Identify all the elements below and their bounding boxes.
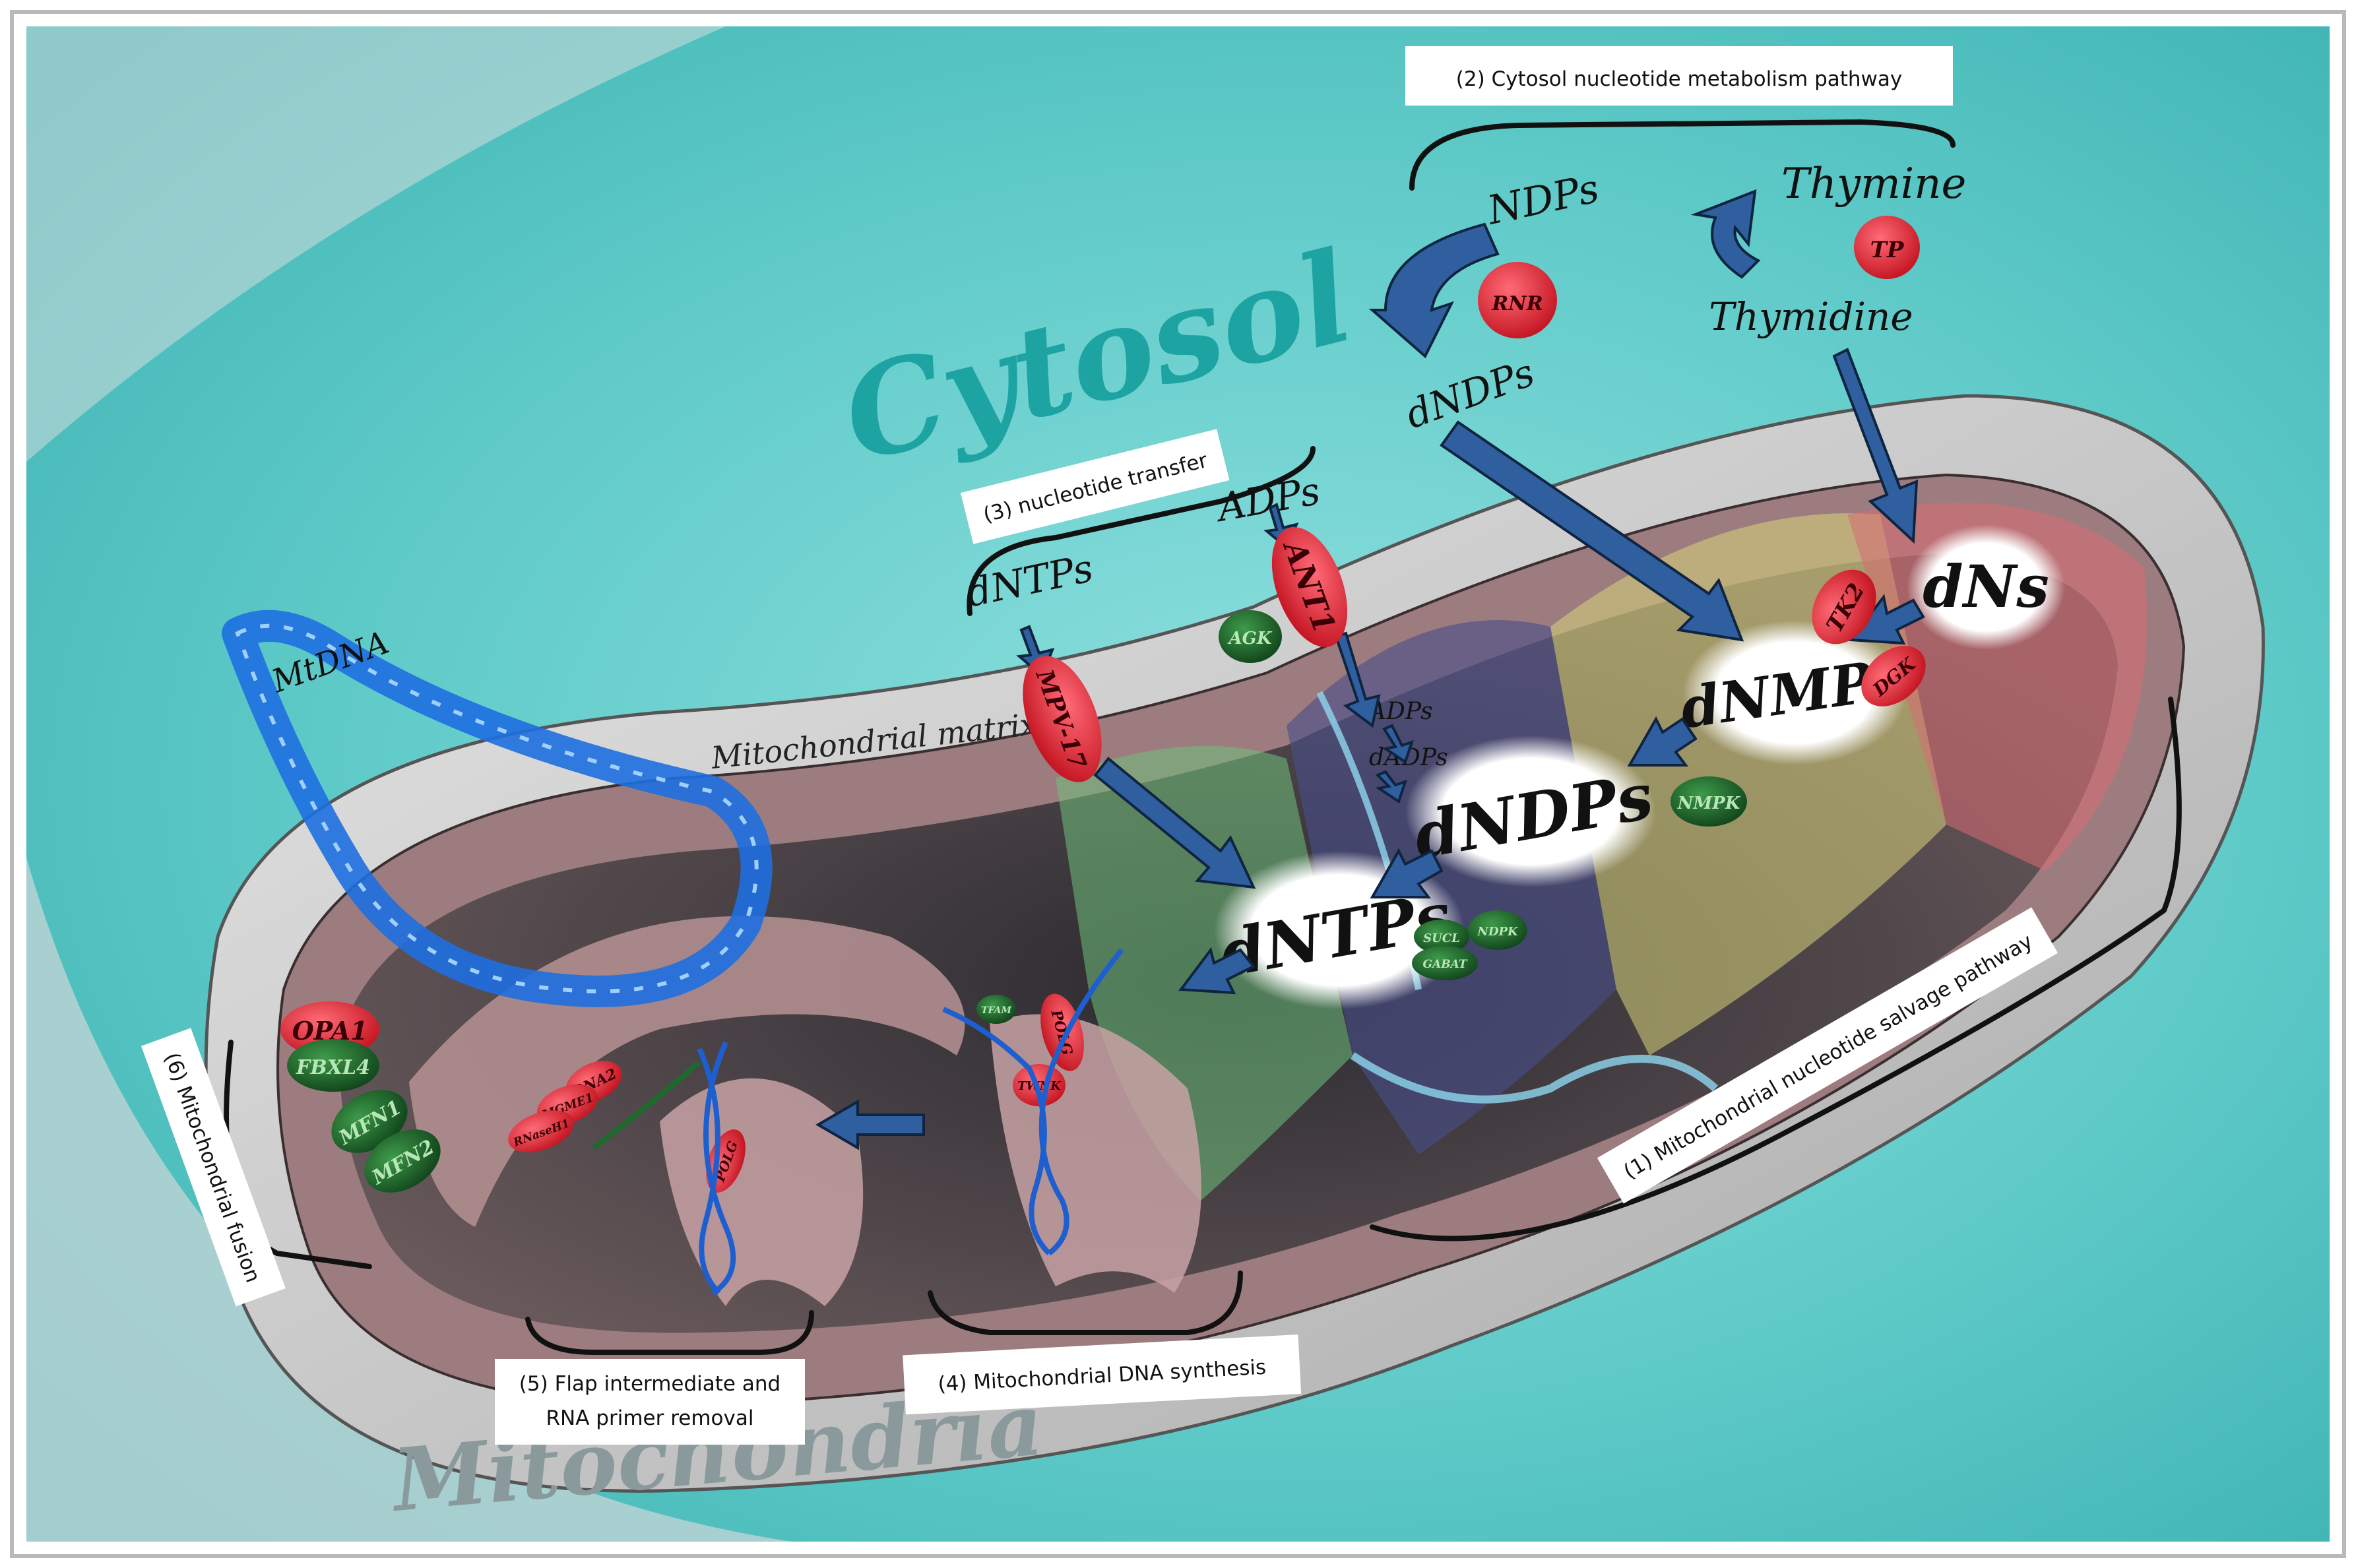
arrow-dns-to-dnmps	[1848, 594, 1925, 645]
arrow-dnmps-to-dndps	[1627, 716, 1698, 767]
svg-text:TP: TP	[1870, 237, 1905, 263]
svg-text:GABAT: GABAT	[1423, 958, 1468, 971]
brace-p4	[928, 1270, 1243, 1335]
protein-ndpk: NDPK	[1468, 910, 1527, 950]
protein-gabat: GABAT	[1412, 946, 1478, 980]
protein-rnaseh: RNaseH1	[508, 1110, 574, 1152]
svg-text:FBXL4: FBXL4	[296, 1056, 370, 1079]
crista-edge	[1350, 1052, 1719, 1104]
background-wash-top	[26, 26, 726, 462]
protein-nmpk: NMPK	[1671, 776, 1747, 827]
brace-p5	[525, 1310, 814, 1355]
arrow-dadps-down	[1375, 770, 1408, 804]
protein-rnr: RNR	[1478, 262, 1557, 338]
protein-tfam: TFAM	[976, 995, 1016, 1024]
protein-sucl: SUCL	[1414, 920, 1469, 954]
label-p2: (2) Cytosol nucleotide metabolism pathwa…	[1405, 46, 1953, 106]
label-p4: (4) Mitochondrial DNA synthesis	[903, 1334, 1302, 1415]
dna-strand-flap-b	[703, 1041, 736, 1296]
arrow-mpv17-to-dntps	[1093, 757, 1256, 889]
protein-tk2: TK2	[1812, 569, 1876, 644]
arrow-ndps-to-dndps	[1368, 222, 1500, 359]
thymidine-label: Thymidine	[1709, 294, 1913, 339]
arrow-thymidine-to-dns	[1832, 348, 1919, 544]
label-p5: (5) Flap intermediate and RNA primer rem…	[495, 1359, 805, 1445]
thymine-label: Thymine	[1781, 160, 1966, 208]
arrow-dndps-to-dnmps	[1440, 420, 1744, 642]
svg-text:SUCL: SUCL	[1423, 931, 1460, 945]
flap-primer	[592, 1059, 701, 1150]
brace-p2	[1409, 119, 1956, 191]
svg-text:AGK: AGK	[1227, 629, 1273, 648]
brace-p1	[1370, 697, 2182, 1241]
svg-text:TFAM: TFAM	[981, 1005, 1011, 1016]
brace-p3	[967, 446, 1316, 616]
svg-text:NDPK: NDPK	[1477, 925, 1519, 939]
arrow-thymidine-to-thymine	[1690, 189, 1761, 279]
arrow-adps-to-dadps	[1382, 724, 1415, 765]
protein-fbxl4: FBXL4	[287, 1039, 379, 1092]
protein-twnk: TWNK	[1013, 1064, 1066, 1106]
dns-blob	[1907, 524, 2065, 650]
crista-fold-mid	[660, 1078, 864, 1306]
arrow-dntps-to-synthesis	[1178, 947, 1256, 995]
svg-text:NMPK: NMPK	[1677, 794, 1741, 813]
arrow-dndps-to-dntps	[1370, 848, 1444, 898]
braces	[224, 119, 2182, 1355]
svg-text:RNR: RNR	[1491, 292, 1543, 315]
protein-dgk: DGK	[1861, 646, 1926, 706]
protein-tp: TP	[1854, 216, 1920, 279]
dnmps-blob	[1682, 620, 1907, 765]
svg-text:(2) Cytosol nucleotide metabol: (2) Cytosol nucleotide metabolism pathwa…	[1456, 67, 1903, 91]
svg-text:(5) Flap intermediate and: (5) Flap intermediate and	[519, 1372, 780, 1396]
dna-strand-rep-b	[1038, 948, 1124, 1256]
svg-text:RNA primer removal: RNA primer removal	[546, 1406, 754, 1430]
protein-polg-right: POLG	[1040, 993, 1084, 1071]
dna-strands	[592, 948, 1124, 1296]
arrow-ant1-down	[1334, 631, 1381, 728]
arrow-synthesis-to-flap	[815, 1099, 925, 1150]
arrows	[815, 189, 1925, 1150]
dns-label: dNs	[1923, 552, 2049, 621]
mtdna-ring	[222, 610, 773, 1007]
dndps-blob	[1405, 736, 1656, 887]
protein-agk: AGK	[1219, 610, 1282, 663]
svg-text:TWNK: TWNK	[1017, 1079, 1062, 1093]
background-wash	[26, 858, 792, 1542]
